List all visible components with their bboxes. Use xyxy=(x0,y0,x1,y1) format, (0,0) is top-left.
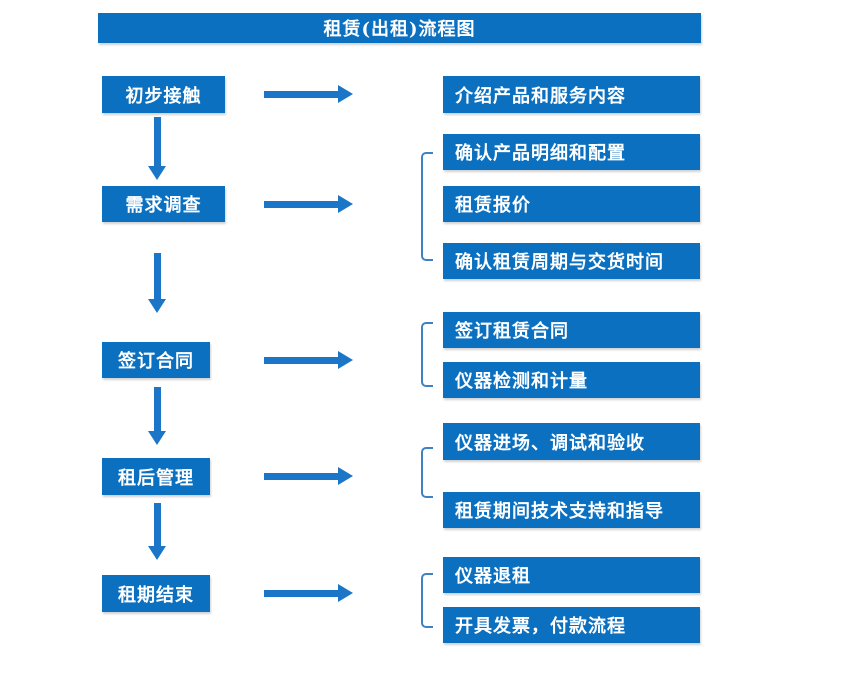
group-bracket xyxy=(421,573,433,628)
arrow-head xyxy=(338,195,353,213)
detail-box-sign-rental-contract: 签订租赁合同 xyxy=(443,312,700,348)
arrow-down-icon xyxy=(148,387,166,445)
step-box-rental-end: 租期结束 xyxy=(102,575,210,612)
detail-box-invoice-payment: 开具发票，付款流程 xyxy=(443,607,700,643)
arrow-right-icon xyxy=(264,584,353,602)
arrow-shaft xyxy=(264,200,338,208)
step-box-demand-survey: 需求调查 xyxy=(102,186,225,222)
flowchart-title: 租赁(出租)流程图 xyxy=(98,13,701,43)
detail-box-technical-support: 租赁期间技术支持和指导 xyxy=(443,492,700,528)
step-box-post-rental-management: 租后管理 xyxy=(102,458,210,495)
arrow-shaft xyxy=(153,387,161,431)
arrow-right-icon xyxy=(264,351,353,369)
arrow-shaft xyxy=(153,253,161,299)
arrow-head xyxy=(148,546,166,560)
arrow-head xyxy=(338,351,353,369)
arrow-head xyxy=(338,85,353,103)
arrow-right-icon xyxy=(264,85,353,103)
arrow-shaft xyxy=(153,117,161,166)
arrow-down-icon xyxy=(148,253,166,313)
group-bracket xyxy=(421,447,433,498)
arrow-head xyxy=(148,431,166,445)
detail-box-instrument-setup: 仪器进场、调试和验收 xyxy=(443,423,700,460)
arrow-shaft xyxy=(264,589,338,597)
arrow-head xyxy=(338,467,353,485)
detail-box-instrument-return: 仪器退租 xyxy=(443,557,700,593)
arrow-down-icon xyxy=(148,117,166,180)
step-box-initial-contact: 初步接触 xyxy=(102,76,225,113)
arrow-shaft xyxy=(264,356,338,364)
arrow-head xyxy=(338,584,353,602)
detail-box-confirm-product-details: 确认产品明细和配置 xyxy=(443,134,700,170)
arrow-shaft xyxy=(264,472,338,480)
group-bracket xyxy=(421,322,433,387)
arrow-shaft xyxy=(264,90,338,98)
arrow-down-icon xyxy=(148,503,166,560)
arrow-right-icon xyxy=(264,467,353,485)
step-box-sign-contract: 签订合同 xyxy=(102,342,210,378)
detail-box-instrument-testing: 仪器检测和计量 xyxy=(443,362,700,398)
detail-box-confirm-rental-period: 确认租赁周期与交货时间 xyxy=(443,243,700,279)
group-bracket xyxy=(421,152,433,261)
detail-box-introduce-products: 介绍产品和服务内容 xyxy=(443,76,700,113)
arrow-shaft xyxy=(153,503,161,546)
arrow-head xyxy=(148,299,166,313)
arrow-head xyxy=(148,166,166,180)
detail-box-rental-quote: 租赁报价 xyxy=(443,186,700,222)
arrow-right-icon xyxy=(264,195,353,213)
